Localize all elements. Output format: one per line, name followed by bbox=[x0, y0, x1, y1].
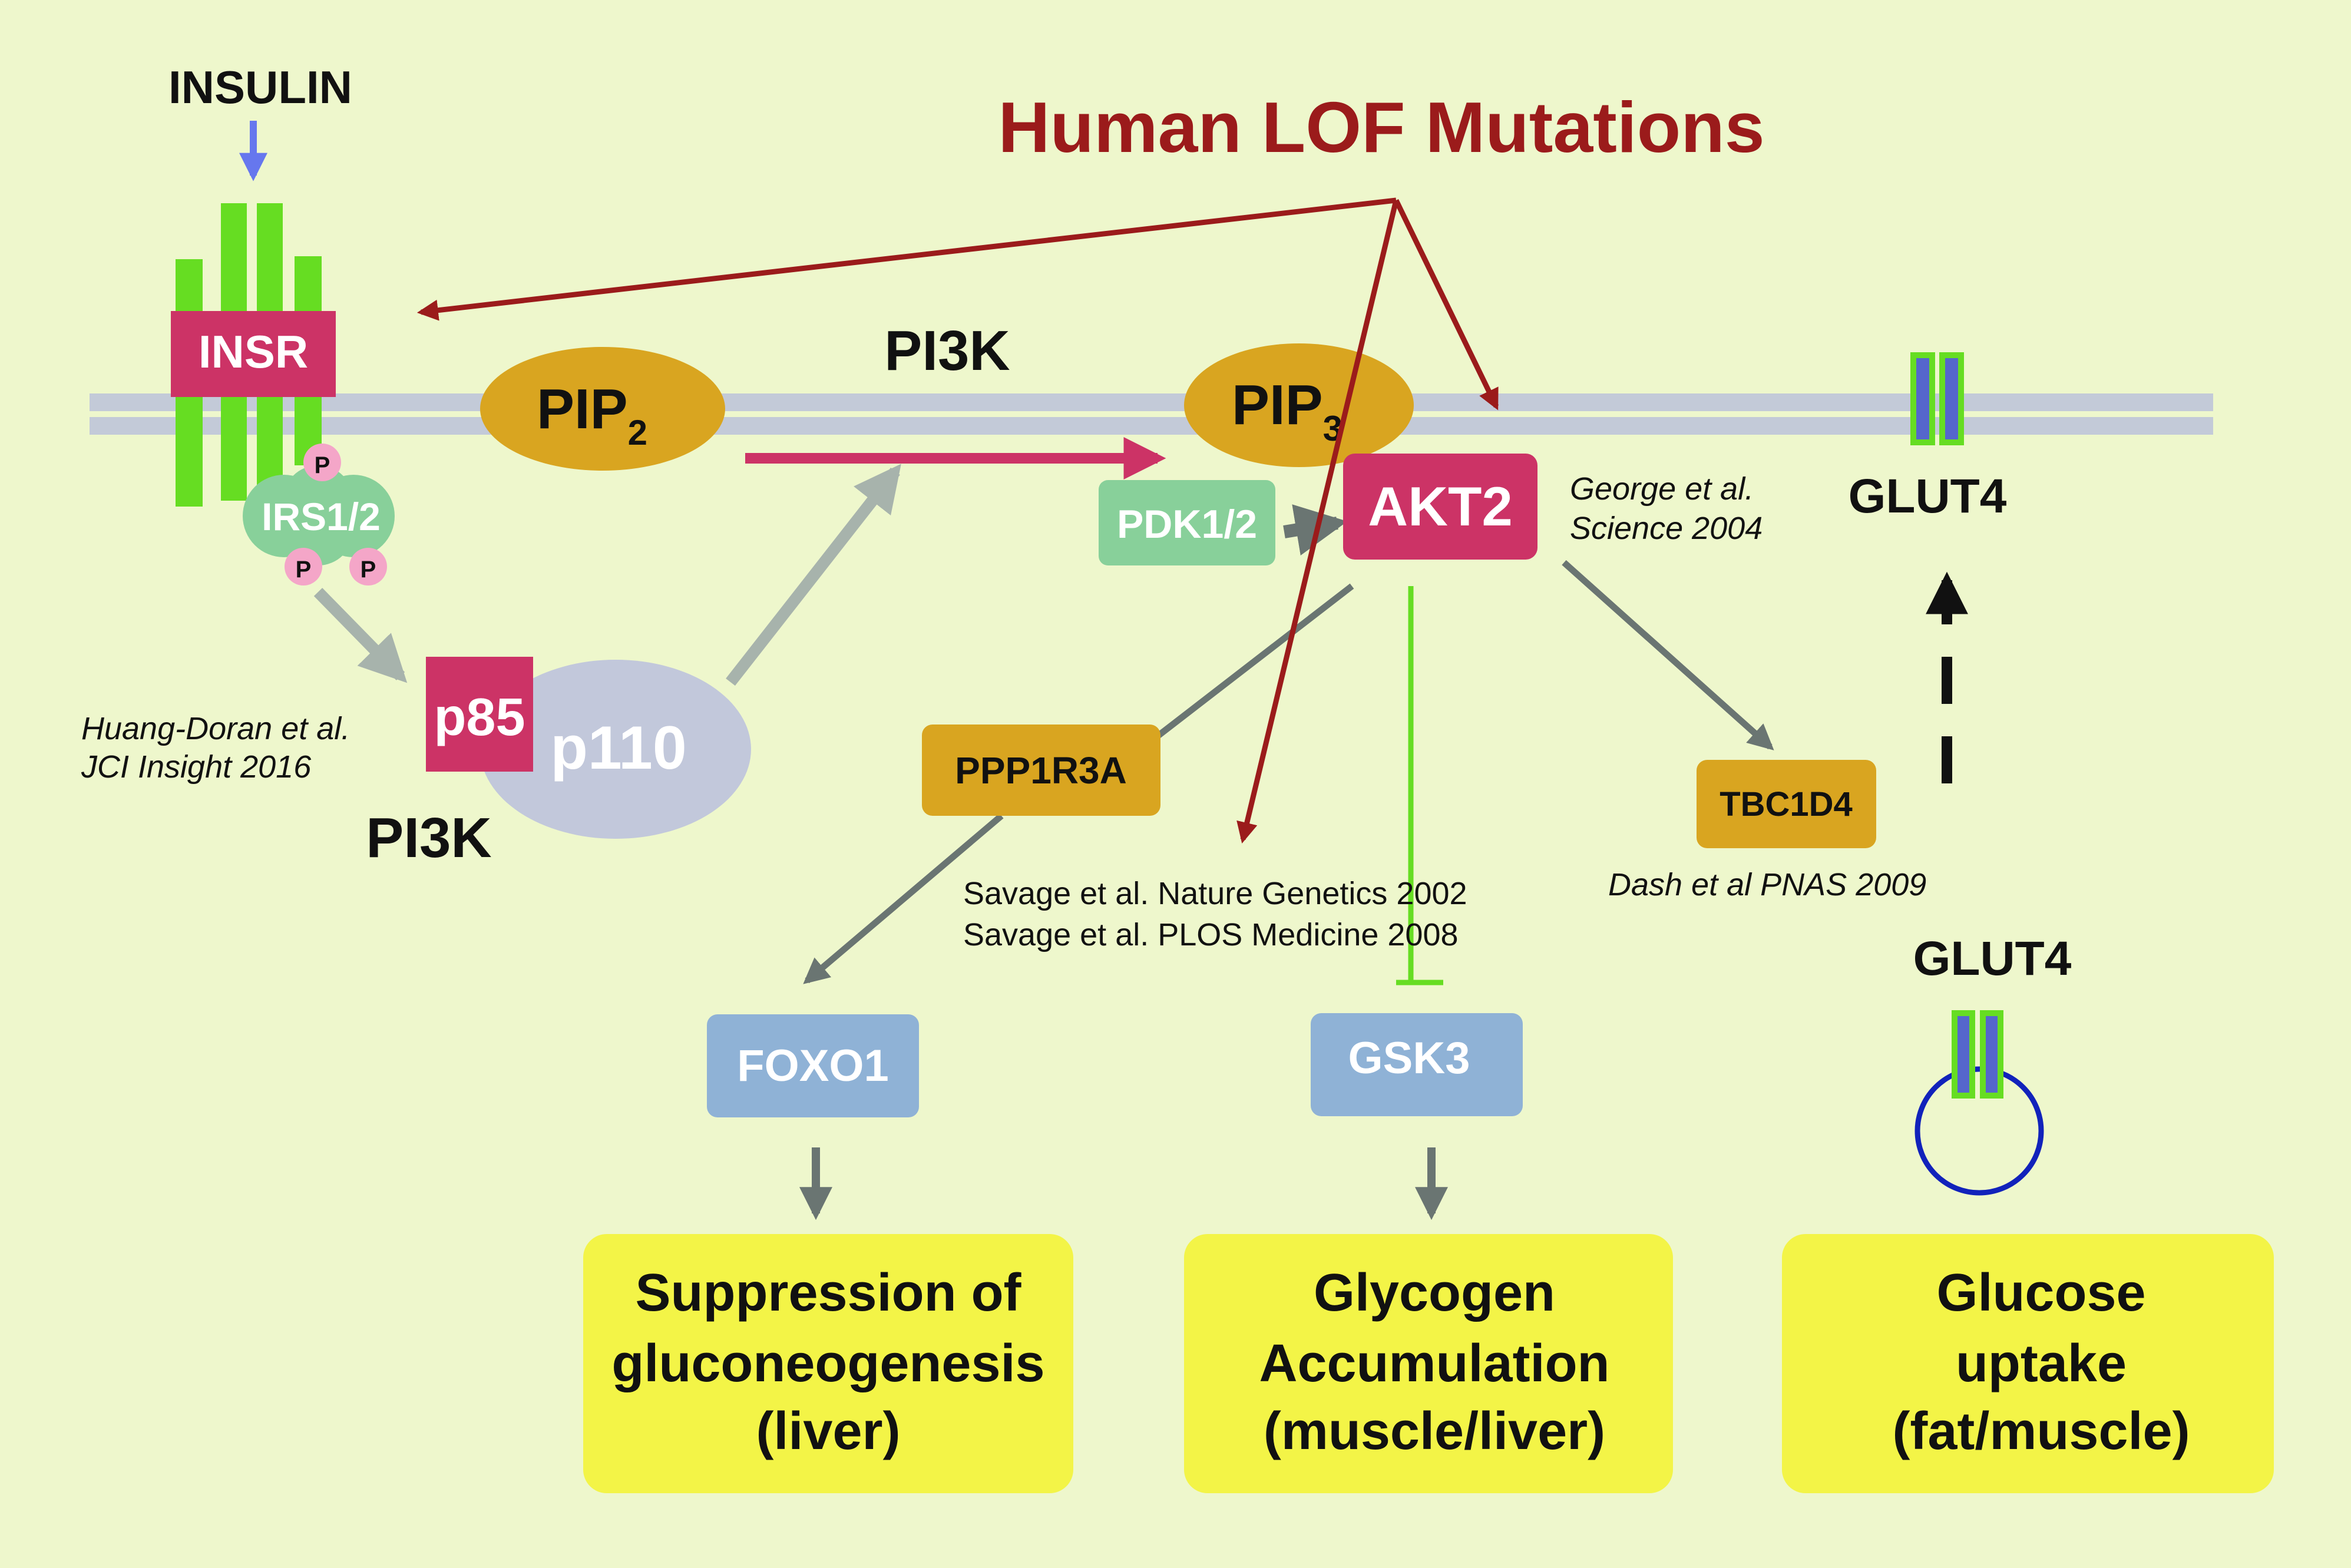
outcome-glycogen-line3: (muscle/liver) bbox=[1264, 1402, 1605, 1461]
outcome-gluconeogenesis-line1: Suppression of bbox=[635, 1263, 1021, 1322]
p85-box bbox=[426, 657, 533, 772]
citation-huang-line1: Huang-Doran et al. bbox=[81, 711, 350, 746]
phospho-left: P bbox=[285, 548, 322, 585]
svg-text:P: P bbox=[361, 557, 376, 583]
p110-to-membrane-arrow bbox=[726, 464, 901, 686]
foxo1-box bbox=[707, 1014, 919, 1117]
outcome-gluconeogenesis-line3: (liver) bbox=[756, 1402, 900, 1461]
ppp1r3a-label: PPP1R3A bbox=[955, 749, 1127, 792]
akt2-label: AKT2 bbox=[1368, 475, 1512, 537]
glut4-membrane-label: GLUT4 bbox=[1849, 469, 2007, 523]
ppp1r3a-to-foxo1-arrow bbox=[803, 813, 1004, 984]
p110-label: p110 bbox=[550, 714, 686, 782]
citation-huang-line2: JCI Insight 2016 bbox=[81, 749, 312, 785]
p85-label: p85 bbox=[434, 688, 525, 747]
gsk3-box bbox=[1311, 1013, 1523, 1116]
irs-label: IRS1/2 bbox=[262, 495, 381, 538]
outcome-gluconeogenesis-line2: gluconeogenesis bbox=[611, 1334, 1044, 1393]
cell-membrane bbox=[90, 393, 2213, 435]
akt2-box bbox=[1343, 454, 1537, 560]
glut4-vesicle-transporter bbox=[1952, 1010, 2003, 1099]
citation-george-line2: Science 2004 bbox=[1570, 511, 1763, 546]
svg-text:P: P bbox=[296, 557, 312, 583]
gsk3-label: GSK3 bbox=[1348, 1033, 1470, 1083]
outcome-glucose-line2: uptake bbox=[1956, 1334, 2127, 1393]
phospho-right: P bbox=[349, 548, 387, 585]
akt2-to-tbc1d4-arrow bbox=[1562, 560, 1774, 750]
outcome-glucose-line3: (fat/muscle) bbox=[1892, 1402, 2190, 1461]
glut4-vesicle-label: GLUT4 bbox=[1913, 932, 2072, 985]
tbc1d4-label: TBC1D4 bbox=[1720, 785, 1853, 823]
glut4-membrane-transporter bbox=[1910, 352, 1964, 445]
outcome-glycogen-line2: Accumulation bbox=[1259, 1334, 1609, 1393]
pdk-to-akt2-arrow bbox=[1283, 504, 1348, 555]
foxo1-label: FOXO1 bbox=[737, 1041, 889, 1091]
outcome-box-glucose-uptake bbox=[1782, 1234, 2274, 1493]
outcome-box-glycogen bbox=[1184, 1234, 1673, 1493]
pi3k-enzyme-label: PI3K bbox=[884, 319, 1010, 382]
pi3k-complex-label: PI3K bbox=[366, 806, 491, 869]
insr-label: INSR bbox=[199, 326, 308, 378]
insr-box bbox=[171, 311, 336, 397]
citation-dash: Dash et al PNAS 2009 bbox=[1608, 867, 1926, 902]
pdk-box bbox=[1099, 480, 1275, 565]
citation-savage-line1: Savage et al. Nature Genetics 2002 bbox=[963, 876, 1467, 911]
citation-george-line1: George et al. bbox=[1570, 471, 1754, 507]
p110-ellipse bbox=[480, 660, 751, 839]
phospho-top: P bbox=[303, 444, 341, 481]
citation-savage-line2: Savage et al. PLOS Medicine 2008 bbox=[963, 917, 1459, 952]
pip2-label: PIP2 bbox=[537, 378, 647, 452]
tbc1d4-box bbox=[1697, 760, 1876, 848]
insulin-label: INSULIN bbox=[168, 61, 352, 113]
pip2-ellipse bbox=[480, 347, 725, 471]
diagram-title: Human LOF Mutations bbox=[998, 87, 1764, 167]
ppp1r3a-box bbox=[922, 725, 1160, 816]
svg-text:P: P bbox=[315, 452, 330, 478]
pdk-label: PDK1/2 bbox=[1117, 502, 1257, 547]
lof-mutation-arrows bbox=[416, 197, 1499, 844]
outcome-glucose-line1: Glucose bbox=[1936, 1263, 2145, 1322]
outcome-glycogen-line1: Glycogen bbox=[1314, 1263, 1555, 1322]
outcome-box-gluconeogenesis bbox=[583, 1234, 1073, 1493]
glut4-vesicle bbox=[1914, 1066, 2044, 1196]
irs-to-p85-arrow bbox=[313, 588, 408, 683]
irs-cluster bbox=[243, 465, 395, 565]
